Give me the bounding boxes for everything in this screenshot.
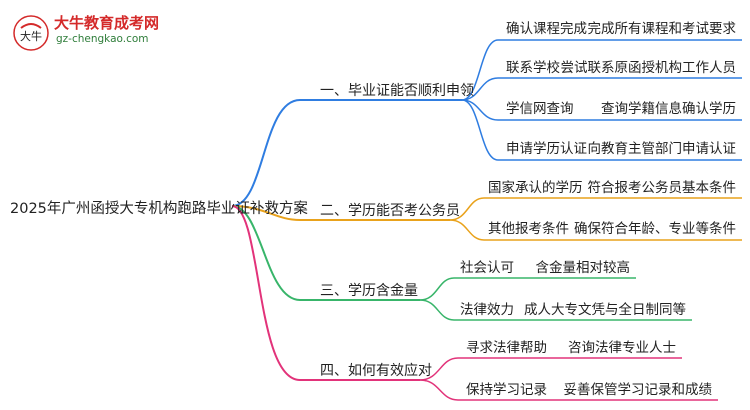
mindmap-root: 2025年广州函授大专机构跑路毕业证补救方案 xyxy=(10,201,308,217)
leaf-value: 向教育主管部门申请认证 xyxy=(587,141,737,157)
leaf-key: 国家承认的学历 xyxy=(488,180,583,196)
leaf-value: 查询学籍信息确认学历 xyxy=(601,101,736,117)
logo-title: 大牛教育成考网 xyxy=(54,14,160,32)
leaf-value: 妥善保管学习记录和成绩 xyxy=(563,382,713,398)
leaf-value: 确保符合年龄、专业等条件 xyxy=(574,221,736,237)
branch-4-label: 四、如何有效应对 xyxy=(320,363,432,379)
leaf-key: 法律效力 xyxy=(460,302,514,318)
svg-text:大牛: 大牛 xyxy=(20,29,42,43)
logo-mark-icon: 大牛 xyxy=(13,15,49,51)
branch-3-label: 三、学历含金量 xyxy=(320,283,418,299)
leaf-key: 寻求法律帮助 xyxy=(466,340,547,356)
leaf-key: 保持学习记录 xyxy=(466,382,547,398)
branch-1-label: 一、毕业证能否顺利申领 xyxy=(320,83,474,99)
leaf-key: 学信网查询 xyxy=(506,101,574,117)
leaf-value: 尝试联系原函授机构工作人员 xyxy=(560,60,737,76)
leaf-value: 完成所有课程和考试要求 xyxy=(587,21,737,37)
leaf-value: 成人大专文凭与全日制同等 xyxy=(524,302,686,318)
logo-url: gz-chengkao.com xyxy=(56,33,149,45)
leaf-key: 联系学校 xyxy=(506,60,560,76)
leaf-value: 咨询法律专业人士 xyxy=(568,340,676,356)
leaf-key: 确认课程完成 xyxy=(506,21,587,37)
leaf-key: 其他报考条件 xyxy=(488,221,569,237)
leaf-key: 社会认可 xyxy=(460,260,514,276)
leaf-key: 申请学历认证 xyxy=(506,141,587,157)
branch-2-label: 二、学历能否考公务员 xyxy=(320,203,460,219)
leaf-value: 符合报考公务员基本条件 xyxy=(587,180,737,196)
site-logo[interactable]: 大牛 大牛教育成考网 gz-chengkao.com xyxy=(0,0,200,56)
leaf-value: 含金量相对较高 xyxy=(535,260,631,276)
